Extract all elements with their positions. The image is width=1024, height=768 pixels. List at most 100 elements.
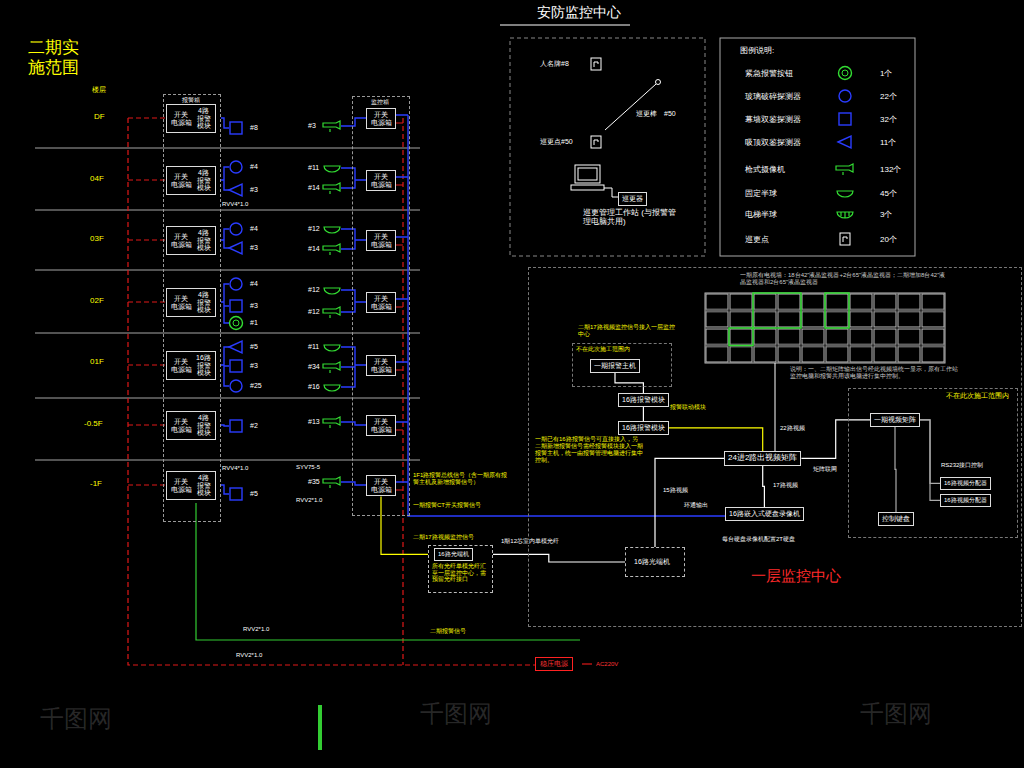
annotation: #12: [308, 225, 320, 233]
alarm-wiring: [318, 705, 322, 750]
annotation: DF: [94, 112, 105, 121]
legend-text: 幕墙双鉴探测器: [745, 115, 801, 124]
monitor-room: [656, 80, 661, 85]
annotation: 一期已有16路报警信号可直接接入，另二期新增报警信号需经报警模块接入一期报警主机…: [535, 436, 643, 464]
connector-label: 1期12芯室内单模光纤: [500, 538, 560, 545]
annotation: #11: [308, 343, 319, 351]
detector-symbols: [229, 341, 242, 353]
detector-symbols: [230, 122, 242, 134]
connector: [615, 373, 643, 393]
annotation: #34: [308, 363, 320, 371]
annotation: #8: [250, 124, 258, 132]
detector-symbols: [229, 122, 243, 500]
legend-frame: [836, 164, 853, 175]
area-outline: 不在此次施工范围内一期报警主机: [572, 343, 672, 387]
connector-label: 矩阵联网: [812, 466, 838, 473]
camera-symbols: [323, 477, 340, 488]
device-box: 开关 电源箱: [366, 108, 396, 129]
node-text: 不在此次施工范围内: [946, 392, 1009, 400]
annotation: -1F: [90, 479, 102, 488]
node-text: 开关 电源箱: [170, 358, 192, 373]
annotation: 02F: [90, 296, 104, 305]
connector-label: 二期17路视频监控信号: [412, 534, 475, 541]
legend-text: 吸顶双鉴探测器: [745, 138, 801, 147]
annotation: 说明：一、二期矩阵输出信号经此视频墙统一显示，原有工作站监控电脑和报警共用该电脑…: [790, 366, 960, 380]
power-wiring: [582, 663, 592, 664]
annotation: 1个: [880, 69, 892, 78]
video-wall: [753, 293, 801, 328]
device-box: 开关 电源箱4路 报警 模块: [166, 226, 216, 255]
device-box: 开关 电源箱: [366, 230, 396, 251]
legend-text: 枪式摄像机: [745, 165, 785, 174]
annotation: 22路视频: [780, 425, 805, 432]
annotation: -0.5F: [84, 419, 103, 428]
power-wiring: [402, 118, 403, 665]
annotation: #14: [308, 184, 320, 192]
node-text: 开关 电源箱: [370, 358, 392, 373]
device-box: 开关 电源箱4路 报警 模块: [166, 166, 216, 195]
node-text: 开关 电源箱: [370, 295, 392, 310]
floor-lines: [35, 398, 420, 399]
video-wall: [705, 293, 945, 363]
monitor-room: [591, 58, 601, 70]
annotation: 11个: [880, 138, 896, 147]
legend-text: 固定半球: [745, 189, 777, 198]
node-text: 不在此次施工范围内: [576, 346, 630, 353]
camera-symbols: [323, 244, 340, 255]
legend-frame: [839, 90, 851, 102]
monitor-room: [571, 185, 604, 190]
floor-lines: [35, 460, 420, 461]
node-text: 16路光端机: [438, 551, 469, 558]
legend-text: 紧急报警按钮: [745, 69, 793, 78]
fiber-box: 16路光端机: [625, 547, 685, 577]
floor-lines: [35, 333, 420, 334]
node-text: 4路 报警 模块: [195, 107, 212, 130]
monitor-room: [575, 165, 600, 183]
legend-frame: [839, 113, 851, 125]
device-box: 24进2路出视频矩阵: [724, 451, 801, 466]
annotation: #3: [250, 362, 258, 370]
device-box: 控制键盘: [878, 512, 914, 526]
node-text: 16路视频分配器: [944, 480, 987, 487]
monitor-room: [578, 168, 597, 180]
node-text: 一层监控中心: [751, 568, 841, 585]
annotation: 二期17路视频监控信号接入一层监控中心: [578, 324, 678, 338]
legend-frame: [837, 191, 853, 197]
device-box: 一期报警主机: [590, 359, 640, 373]
legend-frame: [840, 233, 850, 245]
annotation: #5: [250, 343, 258, 351]
device-box: 16路视频分配器: [940, 477, 991, 490]
connector: [669, 428, 763, 451]
annotation: RVV2*1.0: [296, 497, 322, 504]
annotation: #5: [250, 490, 258, 498]
video-wall: [729, 328, 753, 346]
annotation: 巡更管理工作站 (与报警管理电脑共用): [583, 208, 683, 226]
detector-symbols: [229, 242, 242, 254]
device-box: 开关 电源箱: [366, 170, 396, 191]
monitor-room: [591, 136, 601, 148]
node-text: 16路光端机: [634, 558, 670, 566]
detector-symbols: [230, 317, 243, 330]
legend-frame: [720, 38, 915, 256]
camera-symbols: [324, 385, 340, 391]
annotation: 二期报警信号: [430, 628, 466, 635]
device-box: 16路嵌入式硬盘录像机: [725, 507, 804, 521]
node-text: 4路 报警 模块: [195, 474, 212, 497]
device-box: 开关 电源箱: [366, 292, 396, 313]
detector-symbols: [230, 300, 242, 312]
node-text: 开关 电源箱: [170, 418, 192, 433]
legend-frame: [837, 212, 853, 218]
connector: [920, 420, 940, 501]
device-box: 开关 电源箱: [366, 475, 396, 496]
annotation: 20个: [880, 235, 897, 244]
camera-symbols: [323, 307, 340, 318]
device-box: 开关 电源箱4路 报警 模块: [166, 104, 216, 133]
node-text: 开关 电源箱: [170, 173, 192, 188]
signal-bus: [408, 115, 725, 516]
annotation: 二期实 施范围: [28, 38, 84, 77]
device-box: 16路光端机: [434, 548, 473, 561]
node-text: 开关 电源箱: [170, 478, 192, 493]
